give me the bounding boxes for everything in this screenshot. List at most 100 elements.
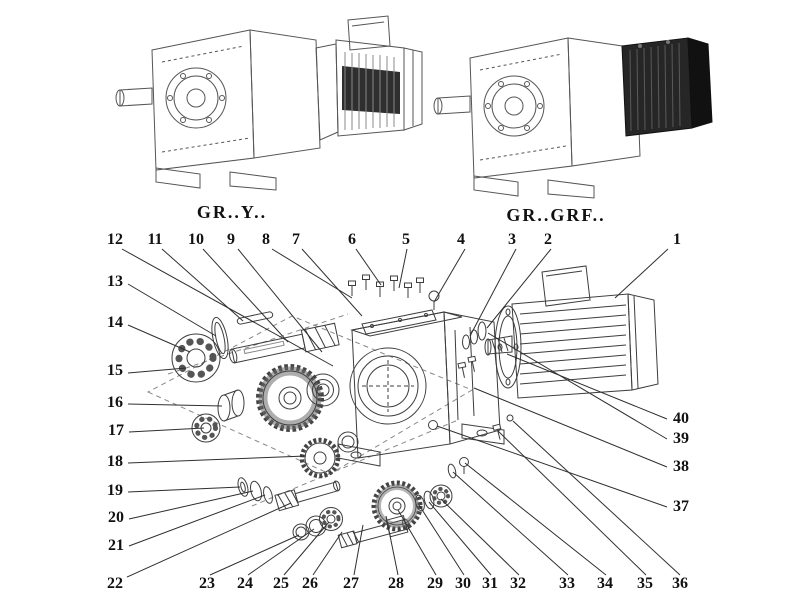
leader-line-37 (436, 425, 668, 508)
leader-line-1 (614, 248, 669, 299)
leader-line-36 (512, 420, 681, 576)
shaft-key (236, 311, 274, 325)
leader-line-18 (127, 455, 307, 464)
part-number-12: 12 (107, 231, 123, 248)
part-number-29: 29 (427, 575, 443, 592)
part-number-15: 15 (107, 362, 123, 379)
leader-line-9 (237, 248, 323, 353)
leader-line-4 (433, 248, 466, 303)
leader-line-39 (487, 332, 668, 440)
motor-pinion-shaft (487, 335, 513, 355)
leader-line-38 (473, 387, 668, 468)
leader-line-17 (128, 427, 205, 433)
part-number-36: 36 (672, 575, 688, 592)
part-number-27: 27 (343, 575, 359, 592)
part-number-32: 32 (510, 575, 526, 592)
leader-line-13 (127, 283, 217, 337)
leader-line-7 (301, 248, 363, 317)
part-number-5: 5 (402, 231, 410, 248)
gearmotor-left-illustration (115, 15, 423, 191)
leader-line-40 (506, 353, 668, 420)
leader-line-12 (121, 248, 334, 367)
part-number-16: 16 (107, 394, 123, 411)
leader-line-23 (209, 534, 300, 576)
leader-line-28 (385, 515, 399, 576)
part-number-20: 20 (108, 509, 124, 526)
part-number-8: 8 (262, 231, 270, 248)
part-number-3: 3 (508, 231, 516, 248)
part-number-37: 37 (673, 498, 689, 515)
leader-line-14 (127, 324, 191, 353)
leader-line-34 (464, 462, 607, 576)
gear-side-bearing (306, 373, 340, 407)
housing-bolts (348, 274, 504, 441)
motor (484, 265, 659, 399)
leader-line-8 (271, 248, 353, 299)
leader-line-2 (486, 248, 552, 329)
leader-line-24 (247, 528, 315, 576)
leader-line-10 (202, 248, 289, 343)
part-number-18: 18 (107, 453, 123, 470)
part-number-31: 31 (482, 575, 498, 592)
part-number-7: 7 (292, 231, 300, 248)
leader-line-27 (353, 524, 364, 576)
leader-line-35 (497, 430, 647, 576)
small-fasteners (447, 457, 469, 479)
leader-line-5 (398, 248, 408, 289)
part-number-30: 30 (455, 575, 471, 592)
model-label-gr-y: GR..Y.. (196, 202, 268, 222)
housing (337, 309, 514, 467)
part-number-6: 6 (348, 231, 356, 248)
part-number-19: 19 (107, 482, 123, 499)
drain-plug (428, 420, 438, 430)
part-number-23: 23 (199, 575, 215, 592)
part-number-4: 4 (457, 231, 465, 248)
leader-line-19 (127, 486, 241, 493)
part-number-40: 40 (673, 410, 689, 427)
output-shaft-assembly (211, 311, 340, 364)
part-number-33: 33 (559, 575, 575, 592)
pinion-shaft (274, 480, 341, 512)
intermediate-gear (299, 431, 359, 479)
leader-line-3 (469, 248, 517, 337)
output-ball-bearing (171, 333, 221, 383)
part-number-9: 9 (227, 231, 235, 248)
leader-line-29 (397, 509, 437, 576)
part-number-26: 26 (302, 575, 318, 592)
spacer-bushing (217, 389, 245, 422)
part-number-13: 13 (107, 273, 123, 290)
part-number-22: 22 (107, 575, 123, 592)
lower-bearing-right (429, 484, 453, 508)
input-side-fasteners (457, 321, 487, 379)
large-gear (256, 364, 324, 432)
part-number-11: 11 (147, 231, 163, 248)
leader-line-25 (283, 521, 330, 576)
part-number-1: 1 (673, 231, 681, 248)
part-number-24: 24 (237, 575, 253, 592)
leader-line-30 (418, 504, 465, 576)
leader-line-21 (128, 494, 266, 547)
leader-line-20 (128, 490, 254, 520)
part-number-2: 2 (544, 231, 552, 248)
part-number-35: 35 (637, 575, 653, 592)
part-number-10: 10 (188, 231, 204, 248)
part-number-21: 21 (108, 537, 124, 554)
leader-line-6 (355, 248, 382, 286)
leader-line-33 (452, 471, 569, 576)
part-number-34: 34 (597, 575, 613, 592)
model-label-gr-grf: GR..GRF.. (506, 205, 606, 225)
part-number-17: 17 (108, 422, 124, 439)
part-number-25: 25 (273, 575, 289, 592)
shaft-washers (237, 477, 273, 504)
leader-line-26 (312, 531, 343, 576)
leader-line-32 (440, 498, 520, 576)
part-number-39: 39 (673, 430, 689, 447)
leader-line-22 (126, 502, 292, 578)
part-number-28: 28 (388, 575, 404, 592)
leader-line-15 (127, 367, 187, 374)
part-number-14: 14 (107, 314, 123, 331)
leader-line-31 (428, 501, 492, 576)
